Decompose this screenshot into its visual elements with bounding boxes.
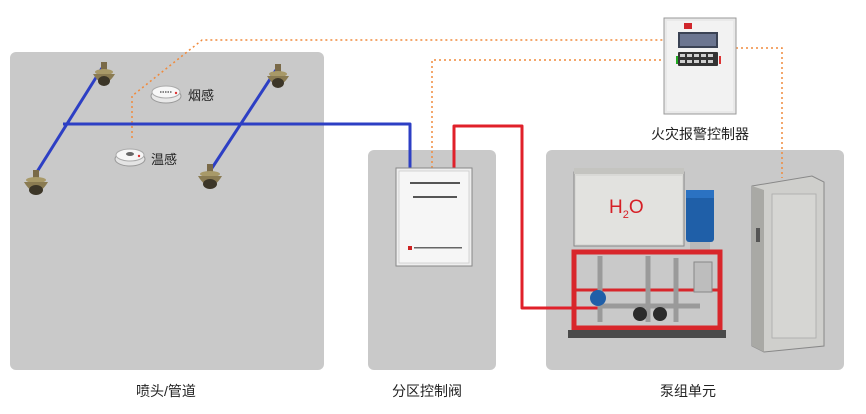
nozzle-pipe-panel bbox=[10, 52, 324, 370]
pump-motor bbox=[686, 190, 714, 252]
signal-line-right bbox=[736, 47, 783, 178]
tank-label-2: 2 bbox=[622, 208, 629, 221]
smoke-detector-icon bbox=[150, 85, 182, 104]
pump-control-cabinet bbox=[751, 175, 825, 353]
smoke-detector-label: 烟感 bbox=[188, 88, 215, 103]
zone-valve-caption: 分区控制阀 bbox=[392, 383, 462, 399]
red-pipe bbox=[452, 124, 602, 310]
signal-line-valve-top bbox=[431, 59, 664, 168]
fire-alarm-controller bbox=[663, 17, 737, 115]
pump-unit-caption: 泵组单元 bbox=[660, 383, 716, 399]
signal-line-detectors bbox=[131, 39, 664, 138]
pipe-left-diagonal bbox=[33, 67, 104, 176]
tank-label-h: H bbox=[609, 197, 623, 218]
pump-valve-black-1 bbox=[633, 307, 647, 321]
sprinkler-head-top-right bbox=[267, 64, 289, 88]
tank-label: H2O bbox=[609, 197, 644, 221]
water-tank bbox=[573, 168, 685, 247]
pump-piping bbox=[597, 256, 700, 322]
signal-lines bbox=[131, 39, 783, 178]
heat-detector-label: 温感 bbox=[151, 152, 178, 167]
nozzle-pipe-caption: 喷头/管道 bbox=[136, 383, 196, 399]
alarm-controller-caption: 火灾报警控制器 bbox=[651, 126, 749, 142]
pump-base bbox=[568, 330, 726, 338]
blue-pipes bbox=[33, 67, 412, 176]
pump-filter bbox=[693, 261, 713, 293]
tank-label-o: O bbox=[628, 197, 644, 218]
zone-valve-cabinet bbox=[395, 167, 473, 267]
heat-detector-icon bbox=[114, 148, 146, 167]
pump-valve-black-2 bbox=[653, 307, 667, 321]
sprinkler-head-bottom-left bbox=[24, 170, 48, 195]
pump-valve-blue bbox=[590, 290, 606, 306]
pipe-main bbox=[63, 122, 412, 168]
sprinkler-head-bottom-right bbox=[198, 164, 222, 189]
pipe-right-diagonal bbox=[210, 69, 278, 169]
sprinkler-head-top-left bbox=[93, 62, 115, 86]
